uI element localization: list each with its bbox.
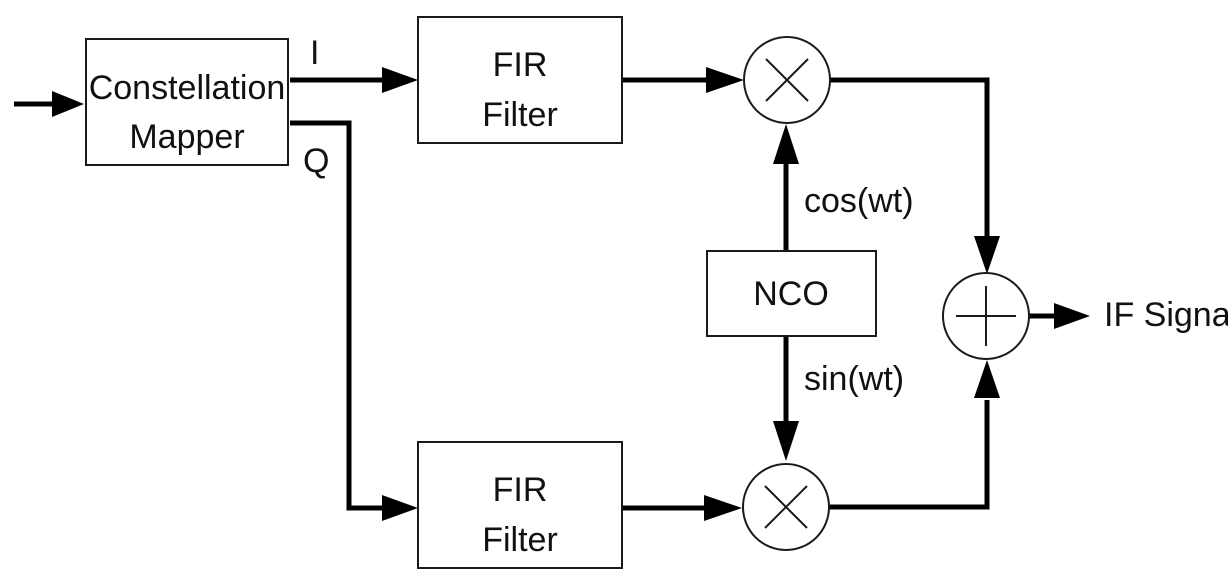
constellation-mapper-block: Constellation Mapper <box>85 38 289 166</box>
arrowheads <box>52 67 1090 521</box>
mixer-bottom-to-summer-wire <box>829 400 990 510</box>
mixer-top-to-summer-wire <box>830 77 990 240</box>
sin-arrowhead <box>773 421 799 461</box>
input-arrowhead <box>52 91 84 117</box>
summer-add-icon <box>942 272 1030 360</box>
fir-filter-top-label-line1: FIR <box>493 46 548 84</box>
q-signal-label: Q <box>303 142 329 180</box>
fir-bottom-arrowhead <box>704 495 742 521</box>
nco-block: NCO <box>706 250 877 337</box>
constellation-mapper-label-line1: Constellation <box>89 69 286 107</box>
constellation-mapper-label-line2: Mapper <box>129 118 244 156</box>
i-arrowhead <box>382 67 418 93</box>
fir-filter-bottom-label-line2: Filter <box>482 521 558 559</box>
fir-filter-top-label-line2: Filter <box>482 96 558 134</box>
wires <box>14 77 1060 511</box>
i-signal-label: I <box>310 34 319 72</box>
output-arrowhead <box>1054 303 1090 329</box>
fir-top-arrowhead <box>706 67 744 93</box>
sin-signal-label: sin(wt) <box>804 360 904 398</box>
cos-arrowhead <box>773 124 799 164</box>
mixer-bottom-multiply-icon <box>742 463 830 551</box>
summer-bottom-arrowhead <box>974 360 1000 398</box>
if-signal-output-label: IF Signal <box>1104 296 1228 334</box>
nco-label: NCO <box>753 275 829 313</box>
fir-filter-bottom-label-line1: FIR <box>493 471 548 509</box>
q-arrowhead <box>382 495 418 521</box>
fir-filter-top-block: FIR Filter <box>417 16 623 144</box>
mixer-top-multiply-icon <box>743 36 831 124</box>
cos-signal-label: cos(wt) <box>804 182 914 220</box>
summer-top-arrowhead <box>974 236 1000 274</box>
fir-filter-bottom-block: FIR Filter <box>417 441 623 569</box>
q-path-wire <box>290 120 388 511</box>
